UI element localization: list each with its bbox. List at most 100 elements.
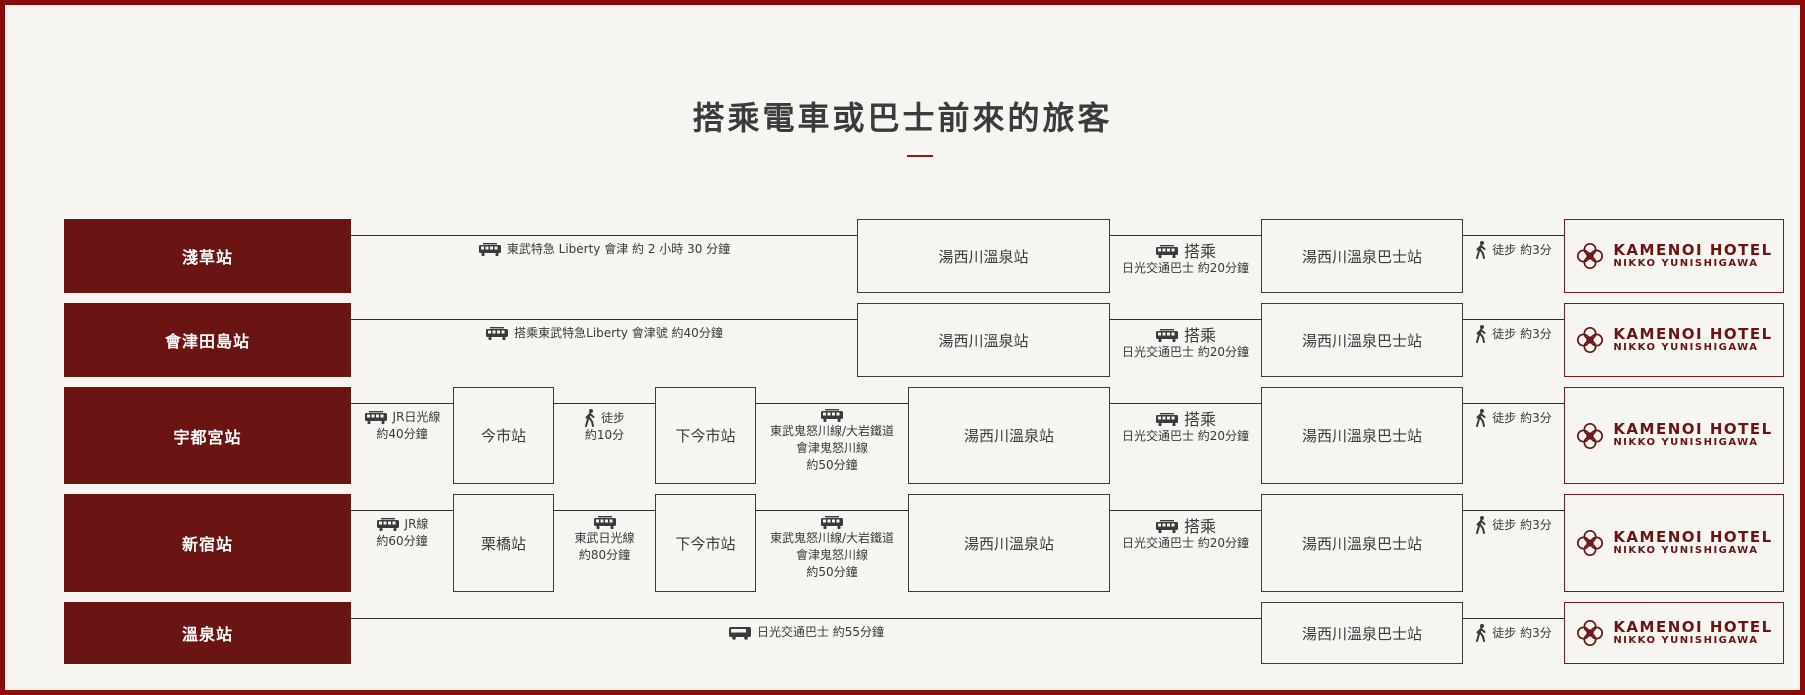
station-box: 湯西川溫泉站 — [908, 387, 1110, 484]
train-icon — [820, 516, 844, 530]
walk-segment-label: 徒步 約3分 — [1463, 516, 1564, 534]
segment-line-name: 東武鬼怒川線/大岩鐵道 — [769, 531, 895, 545]
bus-segment-label: 搭乘 日光交通巴士 約20分鐘 — [1110, 411, 1261, 445]
segment-line-name-2: 會津鬼怒川線 — [795, 441, 868, 455]
origin-station: 新宿站 — [64, 494, 351, 592]
walk-text: 徒步 約3分 — [1492, 242, 1552, 257]
route-row-onsen: 溫泉站 日光交通巴士 約55分鐘 湯西川溫泉巴士站 徒步 約3分 KAMENOI… — [5, 602, 1800, 664]
hotel-subtitle: NIKKO YUNISHIGAWA — [1613, 257, 1759, 269]
hotel-subtitle: NIKKO YUNISHIGAWA — [1613, 544, 1759, 556]
train-icon — [376, 518, 400, 532]
walk-icon — [1475, 241, 1487, 259]
walk-text: 徒步 約3分 — [1492, 326, 1552, 341]
origin-station: 會津田島站 — [64, 303, 351, 377]
bus-segment-label: 搭乘 日光交通巴士 約20分鐘 — [1110, 518, 1261, 552]
hotel-name: KAMENOI HOTEL — [1613, 240, 1773, 259]
walk-segment-label: 徒步 約3分 — [1463, 325, 1564, 343]
segment-text: 日光交通巴士 約55分鐘 — [756, 625, 885, 639]
train-icon — [1155, 413, 1179, 427]
origin-station: 淺草站 — [64, 219, 351, 293]
bus-label: 搭乘 — [1183, 410, 1216, 429]
hotel-name: KAMENOI HOTEL — [1613, 420, 1773, 439]
train-segment-label: 東武日光線 約80分鐘 — [554, 516, 655, 564]
hotel-subtitle: NIKKO YUNISHIGAWA — [1613, 341, 1759, 353]
bus-label: 搭乘 — [1183, 517, 1216, 536]
segment-line-name-2: 會津鬼怒川線 — [795, 548, 868, 562]
bus-duration: 日光交通巴士 約20分鐘 — [1121, 261, 1250, 275]
bus-duration: 日光交通巴士 約20分鐘 — [1121, 429, 1250, 443]
bus-stop-box: 湯西川溫泉巴士站 — [1261, 219, 1463, 293]
segment-line-name: JR日光線 — [392, 410, 441, 424]
bus-segment-label: 搭乘 日光交通巴士 約20分鐘 — [1110, 327, 1261, 361]
hotel-name: KAMENOI HOTEL — [1613, 617, 1773, 636]
bus-segment-label: 搭乘 日光交通巴士 約20分鐘 — [1110, 243, 1261, 277]
walk-icon — [1475, 409, 1487, 427]
origin-station: 溫泉站 — [64, 602, 351, 664]
walk-icon — [1475, 624, 1487, 642]
train-icon — [1155, 245, 1179, 259]
route-row-utsunomiya: 宇都宮站 JR日光線 約40分鐘 今市站 徒步 約10分 下今市站 東武鬼怒川線… — [5, 387, 1800, 484]
train-segment-label: 東武鬼怒川線/大岩鐵道 會津鬼怒川線 約50分鐘 — [756, 516, 908, 581]
bus-segment-label: 日光交通巴士 約55分鐘 — [351, 624, 1261, 641]
title-divider — [907, 155, 933, 157]
segment-duration: 約40分鐘 — [376, 427, 428, 441]
hotel-logo-icon — [1575, 325, 1605, 355]
station-box: 湯西川溫泉站 — [857, 303, 1110, 377]
train-icon — [364, 411, 388, 425]
bus-duration: 日光交通巴士 約20分鐘 — [1121, 536, 1250, 550]
route-line — [351, 618, 1564, 619]
route-row-shinjuku: 新宿站 JR線 約60分鐘 栗橋站 東武日光線 約80分鐘 下今市站 東武鬼怒川… — [5, 494, 1800, 592]
segment-duration: 約50分鐘 — [806, 565, 858, 579]
walk-segment-label: 徒步 約10分 — [554, 409, 655, 444]
walk-segment-label: 徒步 約3分 — [1463, 241, 1564, 259]
bus-duration: 日光交通巴士 約20分鐘 — [1121, 345, 1250, 359]
segment-line-name: JR線 — [404, 517, 429, 531]
walk-segment-label: 徒步 約3分 — [1463, 624, 1564, 642]
hotel-name: KAMENOI HOTEL — [1613, 527, 1773, 546]
segment-line-name: 東武鬼怒川線/大岩鐵道 — [769, 424, 895, 438]
train-icon — [478, 243, 502, 257]
segment-duration: 約60分鐘 — [376, 534, 428, 548]
hotel-logo-icon — [1575, 528, 1605, 558]
station-box: 下今市站 — [655, 387, 756, 484]
hotel-logo-icon — [1575, 421, 1605, 451]
bus-stop-box: 湯西川溫泉巴士站 — [1261, 494, 1463, 592]
walk-text: 徒步 約3分 — [1492, 625, 1552, 640]
hotel-logo-icon — [1575, 618, 1605, 648]
train-segment-label: 東武鬼怒川線/大岩鐵道 會津鬼怒川線 約50分鐘 — [756, 409, 908, 474]
walk-text: 徒步 約3分 — [1492, 410, 1552, 425]
hotel-name: KAMENOI HOTEL — [1613, 324, 1773, 343]
train-icon — [1155, 520, 1179, 534]
train-icon — [485, 327, 509, 341]
page-title: 搭乘電車或巴士前來的旅客 — [692, 99, 1113, 137]
walk-segment-label: 徒步 約3分 — [1463, 409, 1564, 427]
segment-duration: 約50分鐘 — [806, 458, 858, 472]
walk-icon — [1475, 325, 1487, 343]
hotel-subtitle: NIKKO YUNISHIGAWA — [1613, 634, 1759, 646]
train-segment-label: JR線 約60分鐘 — [351, 516, 453, 550]
bus-label: 搭乘 — [1183, 242, 1216, 261]
station-box: 湯西川溫泉站 — [857, 219, 1110, 293]
train-segment-label: 搭乘東武特急Liberty 會津號 約40分鐘 — [351, 325, 857, 342]
station-box: 栗橋站 — [453, 494, 554, 592]
bus-stop-box: 湯西川溫泉巴士站 — [1261, 387, 1463, 484]
bus-label: 搭乘 — [1183, 326, 1216, 345]
segment-text: 東武特急 Liberty 會津 約 2 小時 30 分鐘 — [506, 242, 731, 256]
train-icon — [593, 516, 617, 530]
hotel-subtitle: NIKKO YUNISHIGAWA — [1613, 437, 1759, 449]
hotel-logo-icon — [1575, 241, 1605, 271]
walk-text: 徒步 — [600, 410, 625, 425]
bus-stop-box: 湯西川溫泉巴士站 — [1261, 602, 1463, 664]
walk-icon — [584, 409, 596, 427]
walk-text: 徒步 約3分 — [1492, 517, 1552, 532]
walk-icon — [1475, 516, 1487, 534]
segment-text: 搭乘東武特急Liberty 會津號 約40分鐘 — [514, 326, 723, 340]
train-segment-label: 東武特急 Liberty 會津 約 2 小時 30 分鐘 — [351, 241, 857, 258]
route-row-asakusa: 淺草站 東武特急 Liberty 會津 約 2 小時 30 分鐘 湯西川溫泉站 … — [5, 219, 1800, 293]
train-icon — [1155, 329, 1179, 343]
